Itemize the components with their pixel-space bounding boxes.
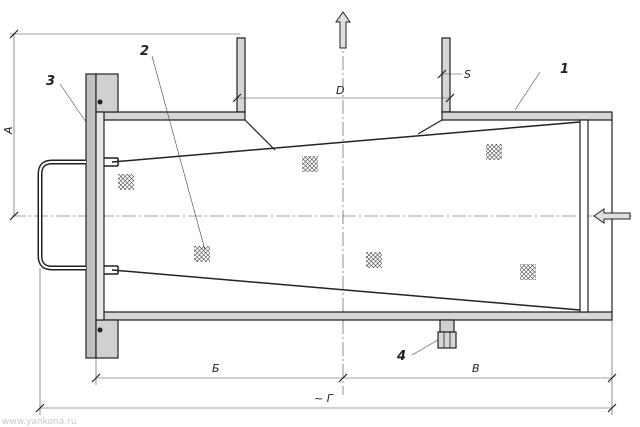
dimension-lines	[10, 33, 613, 415]
callout-4: 4	[396, 349, 406, 364]
dim-a-label: A	[2, 126, 15, 135]
mesh-pattern-icon	[194, 246, 210, 262]
callout-1: 1	[560, 62, 569, 77]
housing-bottom-wall	[97, 311, 613, 321]
mesh-pattern-icon	[366, 252, 382, 268]
housing-top-wall	[97, 111, 246, 121]
dim-d-label: D	[336, 84, 344, 97]
mesh-pattern-icon	[520, 264, 536, 280]
center-lines	[12, 12, 632, 395]
mesh-pattern-icon	[118, 174, 134, 190]
mesh-marks	[118, 144, 536, 280]
handle	[37, 159, 86, 271]
flange	[85, 73, 119, 359]
dim-g-label: ~ Г	[314, 392, 334, 405]
callout-3: 3	[46, 74, 55, 89]
arrow-left-icon	[593, 208, 631, 224]
arrow-up-icon	[335, 11, 351, 49]
dim-v-label: В	[472, 362, 480, 375]
outlet-pipe	[236, 37, 451, 113]
mesh-pattern-icon	[486, 144, 502, 160]
callout-2: 2	[140, 44, 149, 59]
inlet-ring	[579, 119, 589, 313]
outlet-transition	[244, 119, 443, 151]
mesh-pattern-icon	[302, 156, 318, 172]
drain-plug	[437, 319, 457, 349]
housing-top-wall-right	[441, 111, 613, 121]
watermark: www.yankona.ru	[2, 417, 77, 427]
dim-s-label: S	[464, 68, 471, 81]
dim-b-label: Б	[212, 362, 220, 375]
filter-cone	[104, 121, 581, 311]
